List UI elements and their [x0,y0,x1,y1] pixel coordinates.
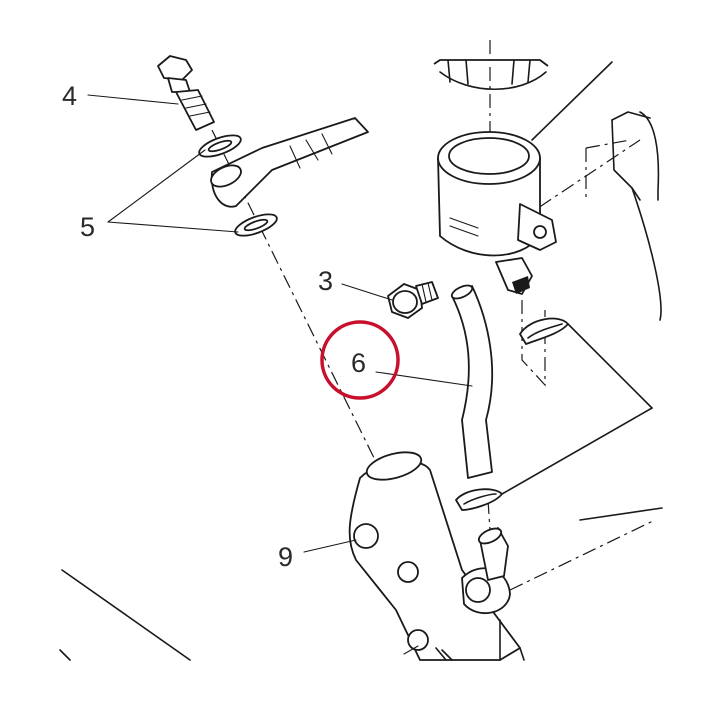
sealing-washers [198,134,278,237]
callout-label-6: 6 [351,348,366,378]
frame-outline [59,111,663,661]
hose-clamp-lower [455,323,653,511]
reservoir-clip [495,257,533,295]
reservoir-hose [450,284,494,479]
banjo-bolt [157,55,215,131]
hose-clamp-upper [519,317,569,345]
brake-line-fitting [210,117,369,208]
callout-label-3: 3 [318,266,333,296]
leader-lines [87,94,473,655]
mounting-screw [387,281,439,319]
fluid-reservoir [433,59,613,257]
callout-6-highlight-circle [320,320,400,400]
callout-label-5: 5 [80,212,95,242]
master-cylinder [348,451,525,661]
callout-label-9: 9 [278,542,293,572]
callout-label-4: 4 [62,81,77,111]
